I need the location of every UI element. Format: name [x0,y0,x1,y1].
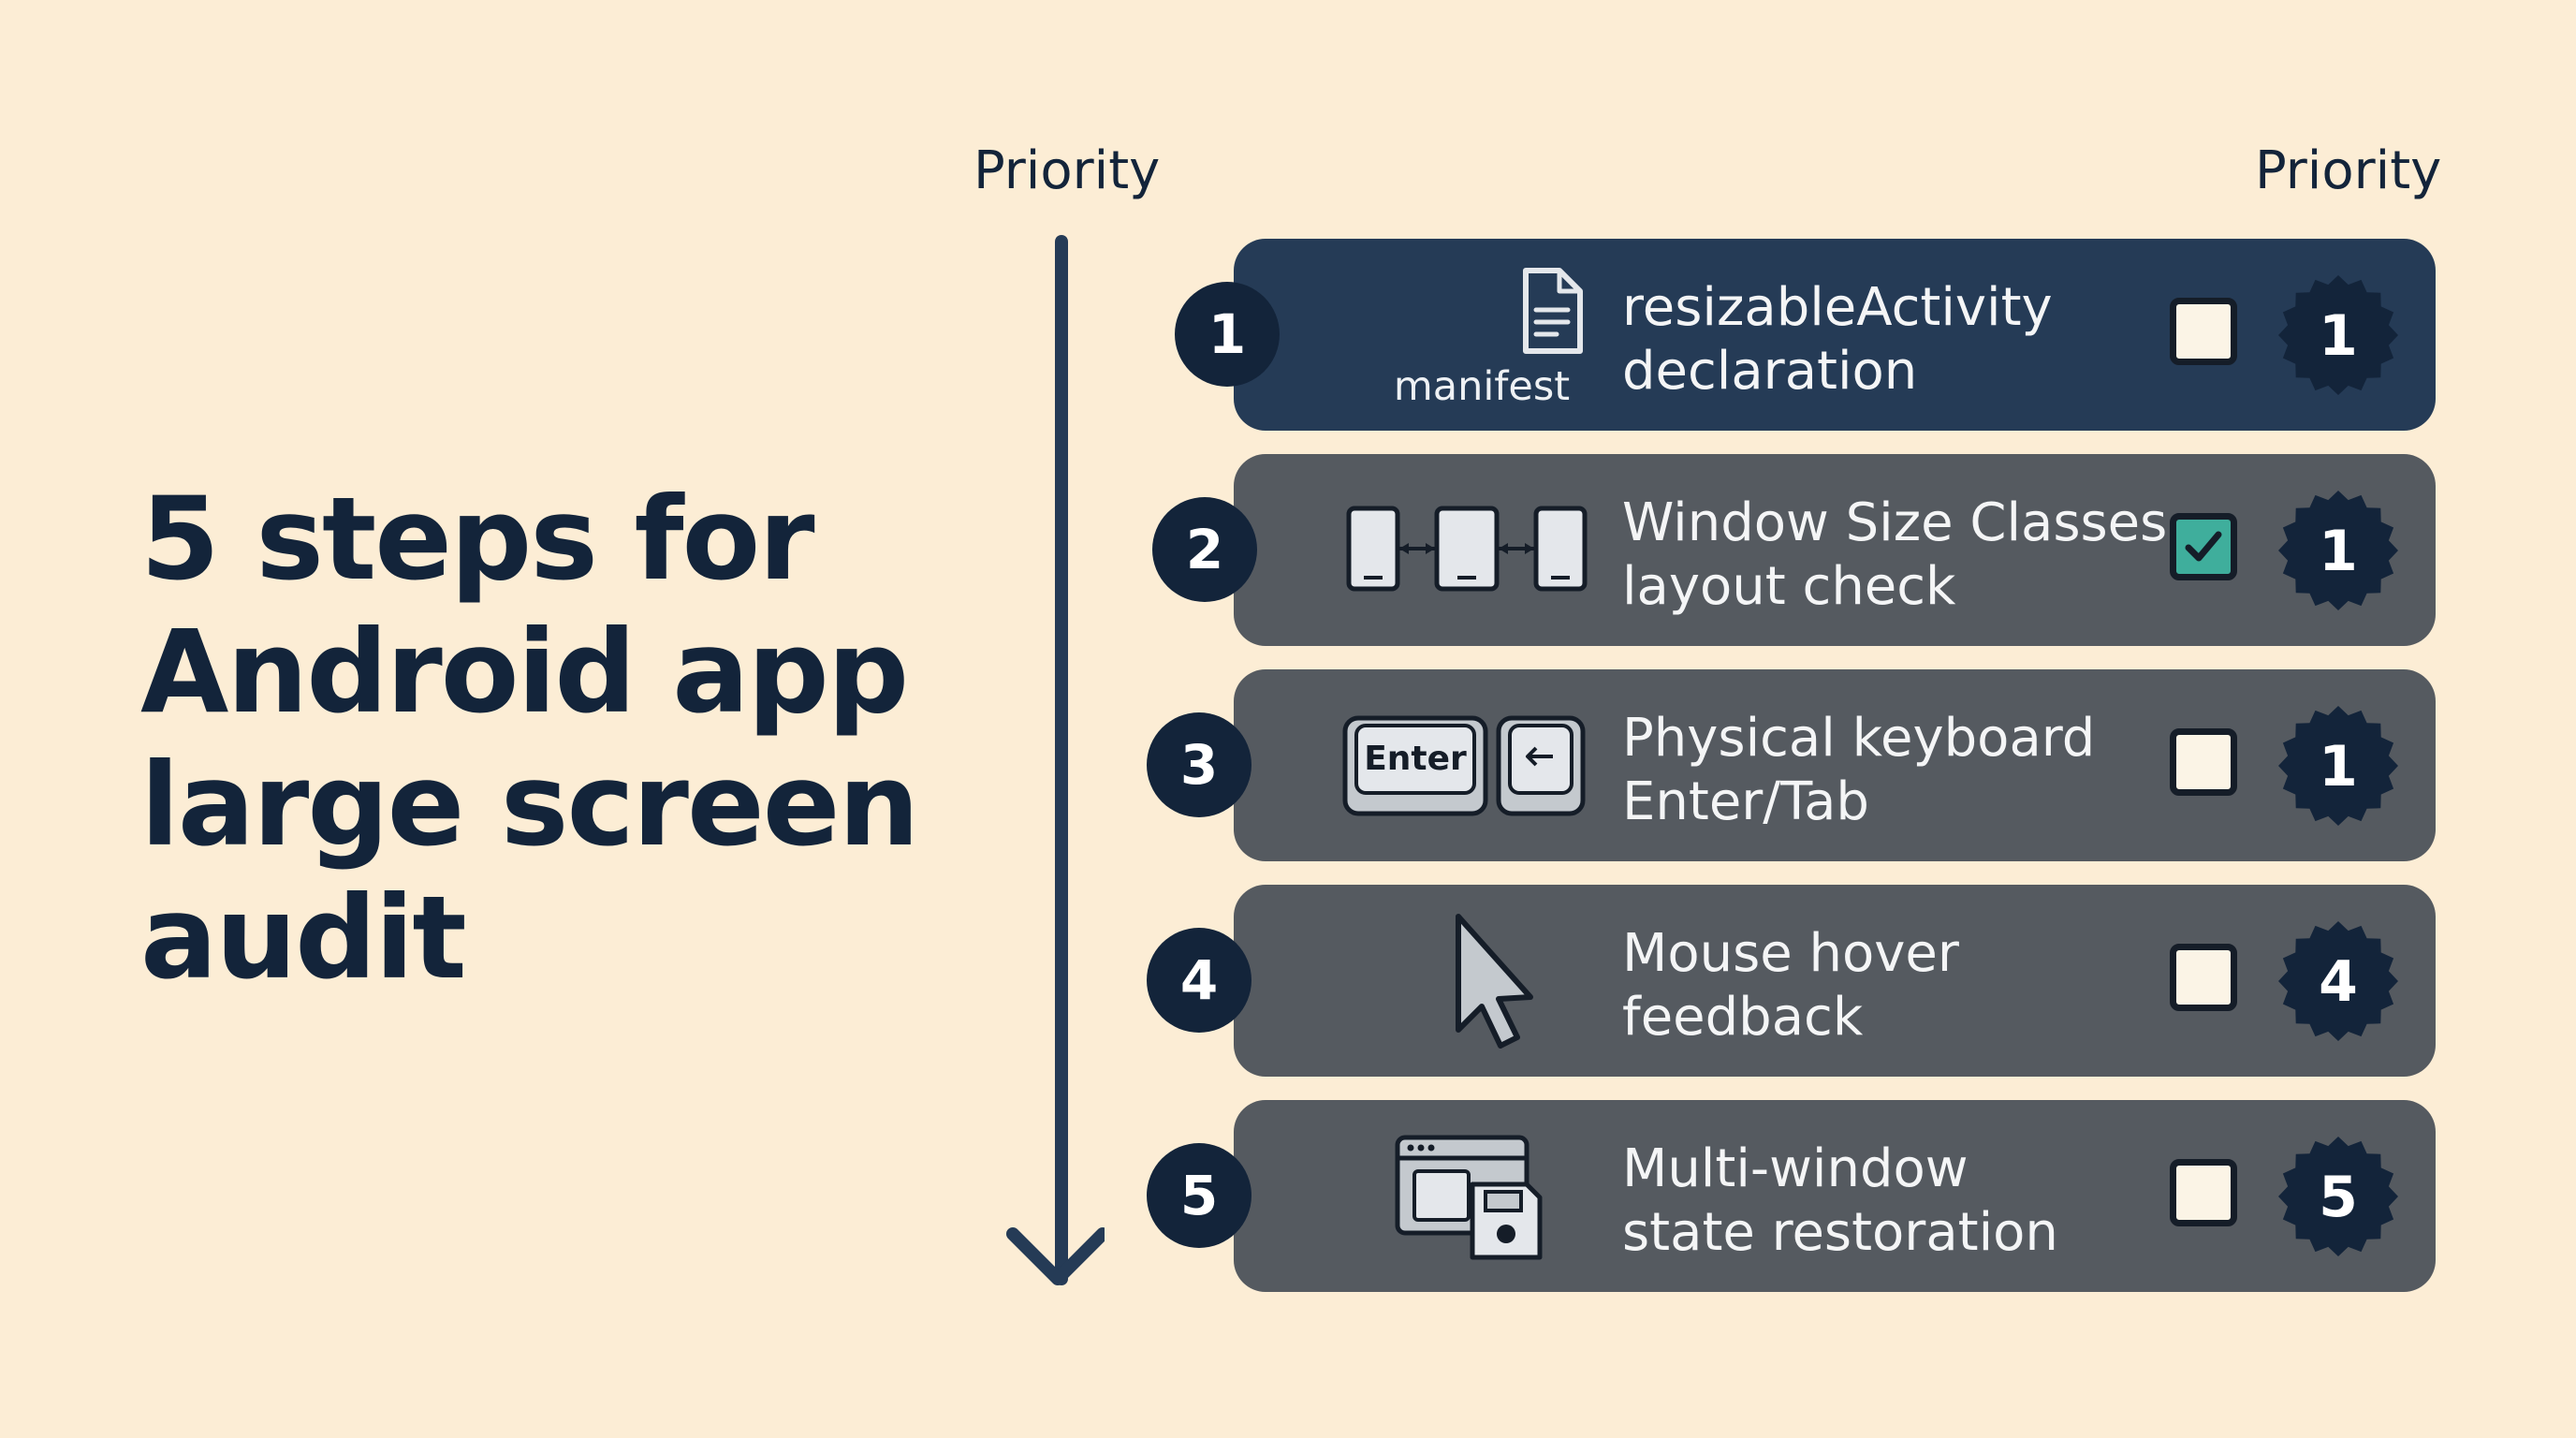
step-text-line: Window Size Classes [1622,492,2168,553]
step-text: Mouse hover feedback [1622,922,2146,1049]
step-text-line: feedback [1622,987,1864,1048]
step-checkbox[interactable] [2170,513,2237,580]
priority-seal-icon: 1 [2278,491,2398,610]
step-text: Window Size Classes layout check [1622,492,2168,619]
step-text: resizableActivity declaration [1622,276,2146,404]
multi-window-save-icon [1395,1135,1543,1260]
priority-badge: 4 [2277,920,2399,1046]
step-text: Physical keyboard Enter/Tab [1622,707,2146,834]
step-number: 1 [1175,282,1280,387]
priority-value: 5 [2319,1165,2358,1230]
mouse-pointer-icon [1456,914,1533,1049]
priority-seal-icon: 4 [2278,921,2398,1041]
audit-step-row: Enter Physical keyboard Enter/Tab 1 [1234,669,2436,861]
step-number: 4 [1147,928,1251,1033]
step-text-line: declaration [1622,341,1918,402]
priority-seal-icon: 1 [2278,275,2398,395]
manifest-caption: manifest [1393,363,1571,410]
title-line: audit [140,872,467,1005]
audit-step-row: Mouse hover feedback 4 [1234,885,2436,1077]
page-title: 5 steps for Android app large screen aud… [140,473,983,1005]
priority-axis-label: Priority [973,140,1161,201]
step-checkbox[interactable] [2170,1159,2237,1226]
audit-step-row: manifest resizableActivity declaration 1 [1234,239,2436,431]
manifest-file-icon [1523,268,1583,354]
title-line: large screen [140,739,919,872]
step-text-line: state restoration [1622,1202,2058,1263]
enter-key-label: Enter [1364,740,1467,778]
audit-step-row: Multi-window state restoration 5 [1234,1100,2436,1292]
step-number: 5 [1147,1143,1251,1248]
step-number: 2 [1152,497,1257,602]
priority-badge: 1 [2277,274,2399,400]
step-text-line: layout check [1622,556,1956,617]
priority-seal-icon: 1 [2278,706,2398,826]
step-checkbox[interactable] [2170,944,2237,1011]
priority-value: 1 [2319,734,2358,800]
title-line: 5 steps for [140,473,815,606]
step-text-line: Enter/Tab [1622,771,1869,832]
priority-seal-icon: 5 [2278,1137,2398,1256]
priority-arrow-icon [1006,235,1105,1285]
priority-badge: 5 [2277,1136,2399,1261]
step-checkbox[interactable] [2170,298,2237,365]
step-text-line: Mouse hover [1622,923,1959,984]
step-checkbox[interactable] [2170,728,2237,796]
keyboard-keys-icon: Enter [1342,715,1586,816]
audit-step-row: Window Size Classes layout check 1 [1234,454,2436,646]
step-text-line: Physical keyboard [1622,708,2096,769]
window-size-classes-icon [1346,506,1588,592]
priority-value: 1 [2319,519,2358,584]
priority-value: 4 [2319,949,2358,1015]
checkmark-icon [2185,531,2222,562]
priority-badge: 1 [2277,705,2399,830]
step-text-line: resizableActivity [1622,277,2053,338]
step-text: Multi-window state restoration [1622,1137,2146,1265]
priority-column-label: Priority [2255,140,2442,201]
step-number: 3 [1147,712,1251,817]
priority-badge: 1 [2277,490,2399,615]
priority-value: 1 [2319,303,2358,369]
title-line: Android app [140,606,909,739]
step-text-line: Multi-window [1622,1138,1969,1199]
